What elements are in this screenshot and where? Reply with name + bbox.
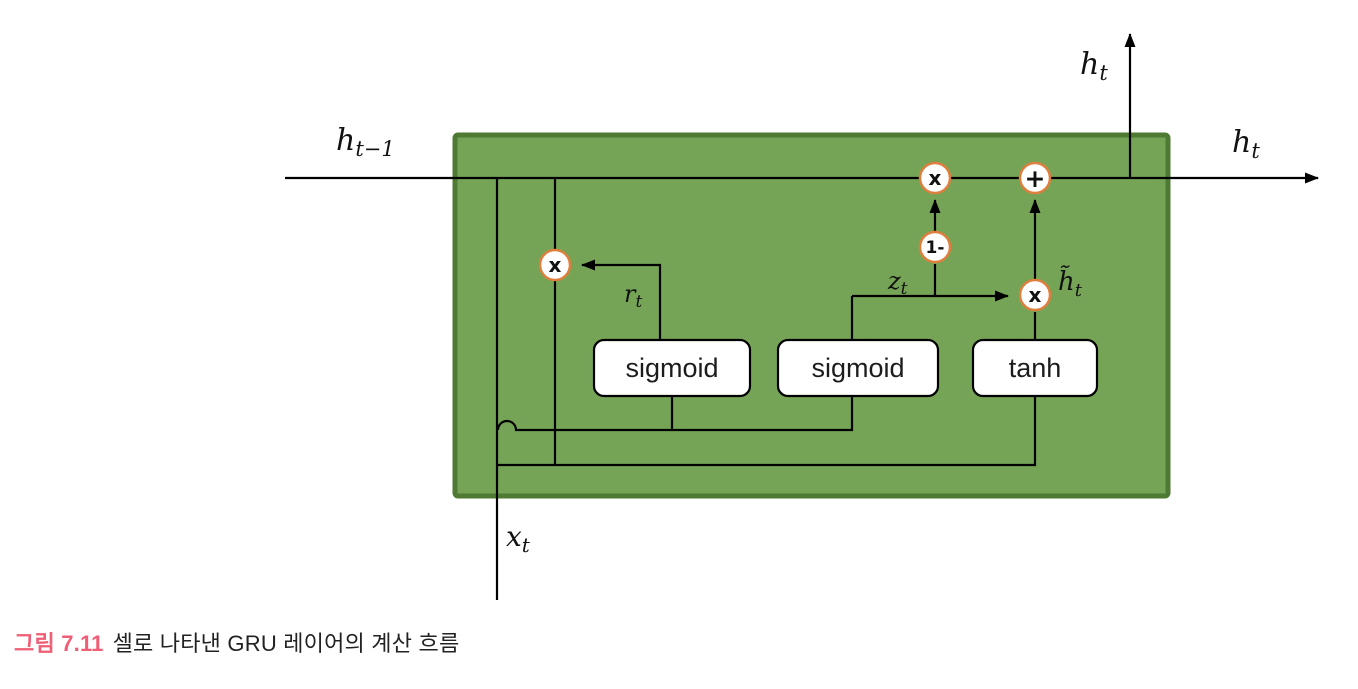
- tanh-gate-label: tanh: [1009, 353, 1062, 383]
- figure-caption-text: 셀로 나타낸 GRU 레이어의 계산 흐름: [112, 631, 460, 656]
- reset-multiply-node: [538, 248, 572, 282]
- h-prev-label: ht−1: [336, 123, 395, 161]
- candidate-multiply-node: [1018, 278, 1052, 312]
- figure-caption: 그림 7.11 셀로 나타낸 GRU 레이어의 계산 흐름: [14, 626, 459, 658]
- gru-cell-body: [452, 132, 1171, 499]
- tanh-gate-box: [971, 338, 1099, 398]
- candidate-multiply-glyph: x: [1029, 283, 1042, 307]
- update-multiply-node: [918, 161, 952, 195]
- r-gate-label: rt: [624, 280, 642, 312]
- reset-sigmoid-gate-label: sigmoid: [625, 353, 718, 383]
- sigmoid-input-bus-line-with-hop: [496, 396, 854, 432]
- update-sigmoid-gate-label: sigmoid: [811, 353, 904, 383]
- x-input-label: xt: [506, 520, 531, 557]
- update-sigmoid-gate-box: [776, 338, 940, 398]
- add-node: [1018, 161, 1052, 195]
- add-glyph: +: [1025, 164, 1046, 193]
- one-minus-node: [918, 230, 952, 264]
- h-out-right-label: ht: [1232, 125, 1260, 163]
- figure-caption-number: 그림 7.11: [14, 631, 104, 656]
- z-gate-label: zt: [887, 267, 908, 299]
- reset-gate-output-arrow: [581, 259, 662, 340]
- h-tilde-label: h̃t: [1058, 265, 1083, 301]
- h-out-top-label: ht: [1080, 47, 1108, 85]
- reset-multiply-glyph: x: [549, 253, 562, 277]
- reset-sigmoid-gate-box: [592, 338, 752, 398]
- one-minus-glyph: 1-: [926, 238, 945, 258]
- update-multiply-glyph: x: [929, 166, 942, 190]
- tanh-input-bus-line: [497, 396, 1037, 467]
